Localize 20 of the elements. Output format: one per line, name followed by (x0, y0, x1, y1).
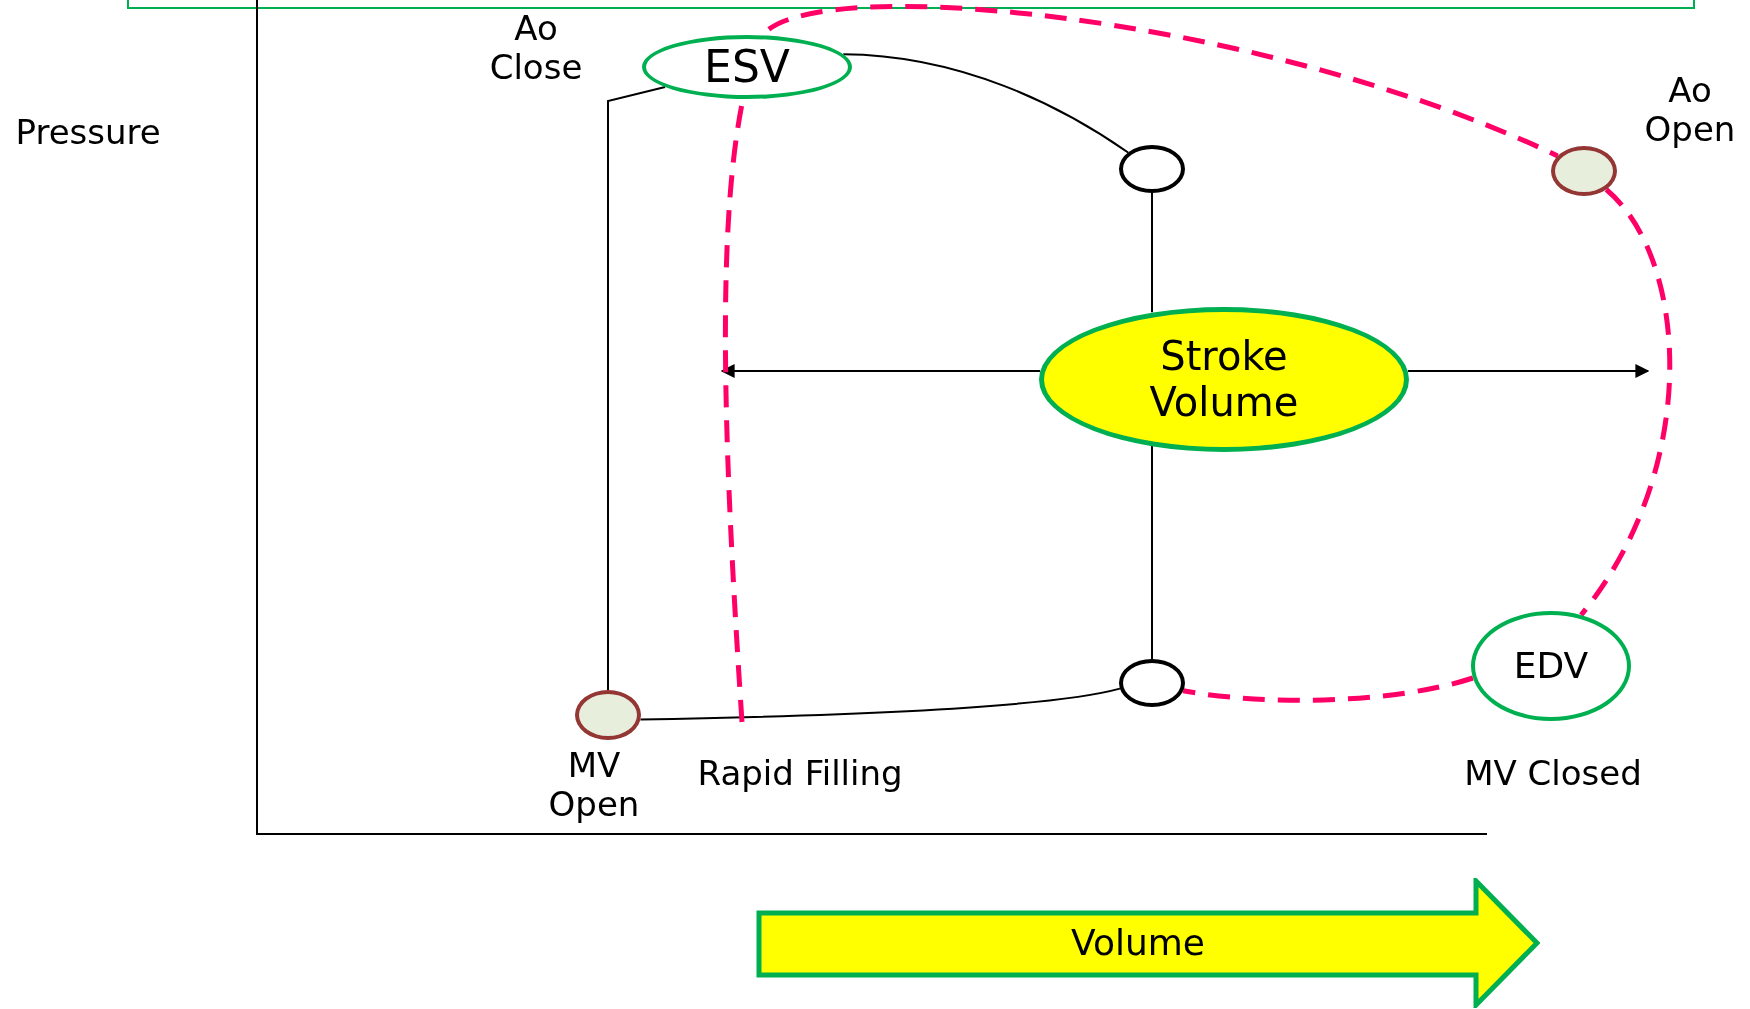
dashed-curve (723, 4, 1559, 723)
point-circle (1119, 145, 1185, 193)
volume-arrow (756, 878, 1540, 1008)
point-label: Ao Close (488, 9, 584, 88)
node-label: Stroke Volume (1148, 333, 1300, 425)
arrow (1406, 364, 1650, 378)
valve-point-circle (1551, 146, 1617, 196)
axis-label: Pressure (15, 112, 161, 152)
point-label: MV Open (547, 746, 641, 825)
arrow (720, 364, 1042, 378)
node-label: EDV (1513, 645, 1589, 687)
point-label: Ao Open (1643, 71, 1737, 150)
connector-line (639, 687, 1121, 721)
node-label: ESV (704, 41, 790, 93)
dashed-curve (1182, 675, 1474, 703)
connector-line (607, 86, 667, 691)
node-label: Volume (1071, 922, 1205, 964)
point-label: MV Closed (1463, 753, 1643, 793)
point-circle (1119, 659, 1185, 707)
phase-label: Rapid Filling (697, 753, 903, 793)
